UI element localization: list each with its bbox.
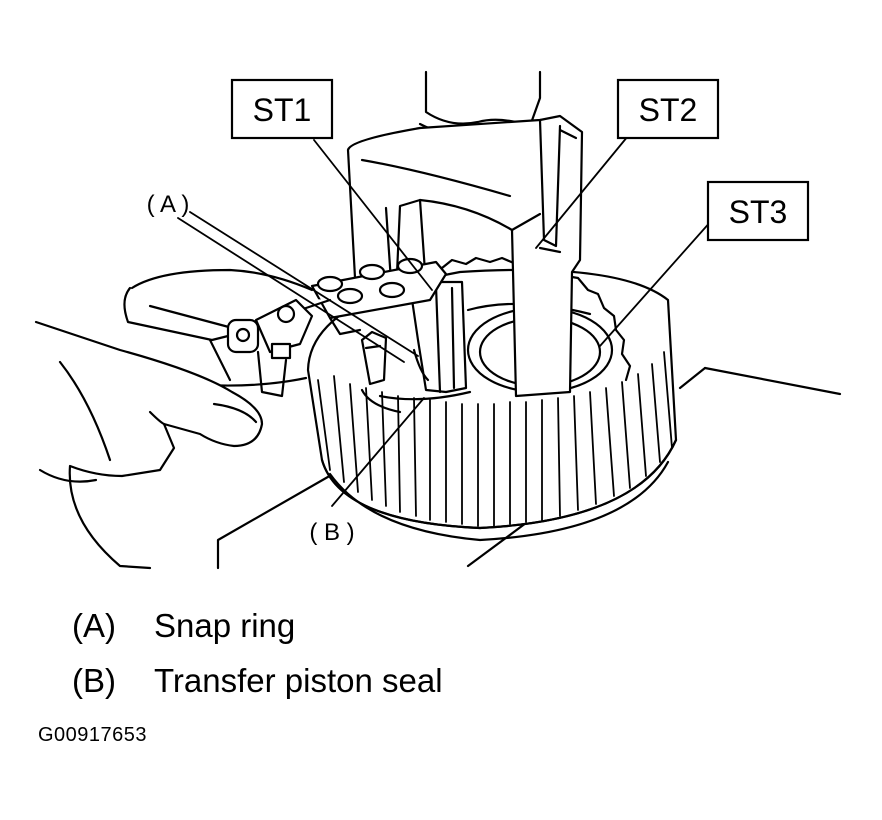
callout-st1: ST1 xyxy=(230,78,334,140)
callout-leaders xyxy=(177,135,713,507)
callout-st1-label: ST1 xyxy=(253,92,312,128)
legend-item-a: (A) Snap ring xyxy=(72,606,295,646)
callout-st3-label: ST3 xyxy=(729,194,788,230)
plier-handles xyxy=(123,268,332,398)
callout-st2-label: ST2 xyxy=(639,92,698,128)
st1-tool xyxy=(360,280,468,394)
callout-st2: ST2 xyxy=(616,78,720,140)
clutch-drum xyxy=(306,256,678,542)
snap-ring-removal-illustration: ST1 ST2 ST3 ( A ) ( B ) xyxy=(34,70,842,570)
callout-st3: ST3 xyxy=(706,180,810,242)
hand xyxy=(34,320,264,570)
workbench xyxy=(216,366,842,570)
legend-label-b: Transfer piston seal xyxy=(154,662,443,699)
legend-key-b: (B) xyxy=(72,662,116,699)
callout-b-label: ( B ) xyxy=(309,519,354,546)
legend-item-b: (B) Transfer piston seal xyxy=(72,661,443,701)
legend-key-a: (A) xyxy=(72,607,116,644)
bolt-plate xyxy=(310,257,448,336)
legend-label-a: Snap ring xyxy=(154,607,296,644)
figure-id: G00917653 xyxy=(38,724,148,746)
callout-a-label: ( A ) xyxy=(147,191,190,218)
